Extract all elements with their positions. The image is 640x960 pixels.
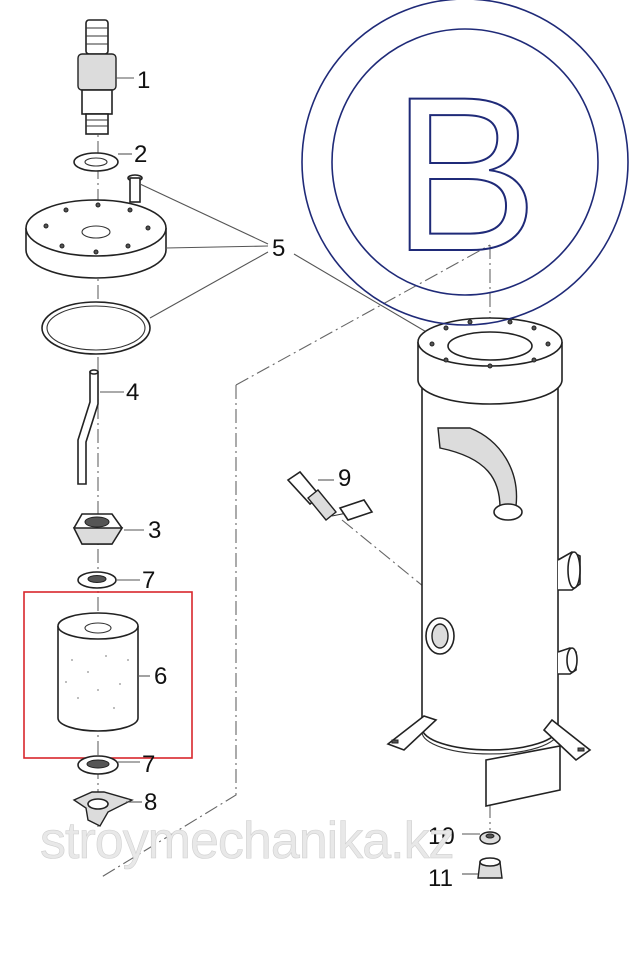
tank-body [386,317,592,807]
callout-4: 4 [126,379,139,406]
callout-11: 11 [428,865,453,892]
callout-labels: 1 2 3 4 5 6 7 7 8 9 10 11 [126,67,455,892]
part-8-lobe-nut [72,791,134,827]
part-1-valve-fitting [77,19,117,135]
callout-7-lower: 7 [142,751,155,778]
part-5-o-ring [41,301,151,355]
callout-8: 8 [144,789,157,816]
part-6-filter-element [57,612,139,732]
cover-screw [127,174,143,203]
callout-9: 9 [338,465,351,492]
part-9-sensor [286,470,374,521]
badge-b: B [301,0,629,326]
part-5-cover-plate [25,199,167,279]
part-3-hex-nut [72,513,124,545]
callout-7-upper: 7 [142,567,155,594]
part-10-washer [479,831,501,845]
callout-6: 6 [154,663,167,690]
badge-letter: B [392,51,539,297]
callout-10: 10 [428,823,455,850]
callout-1: 1 [137,67,150,94]
part-7-lower-seal [77,755,119,775]
callout-5: 5 [272,235,285,262]
watermark-text: stroymechanika.kz [40,812,454,870]
callout-3: 3 [148,517,161,544]
part-7-upper-seal [77,571,117,589]
part-4-tube [77,369,99,485]
callout-2: 2 [134,141,147,168]
leaders-part-5 [139,183,441,341]
part-2-washer [73,152,119,172]
part-11-drain-plug [477,857,503,879]
